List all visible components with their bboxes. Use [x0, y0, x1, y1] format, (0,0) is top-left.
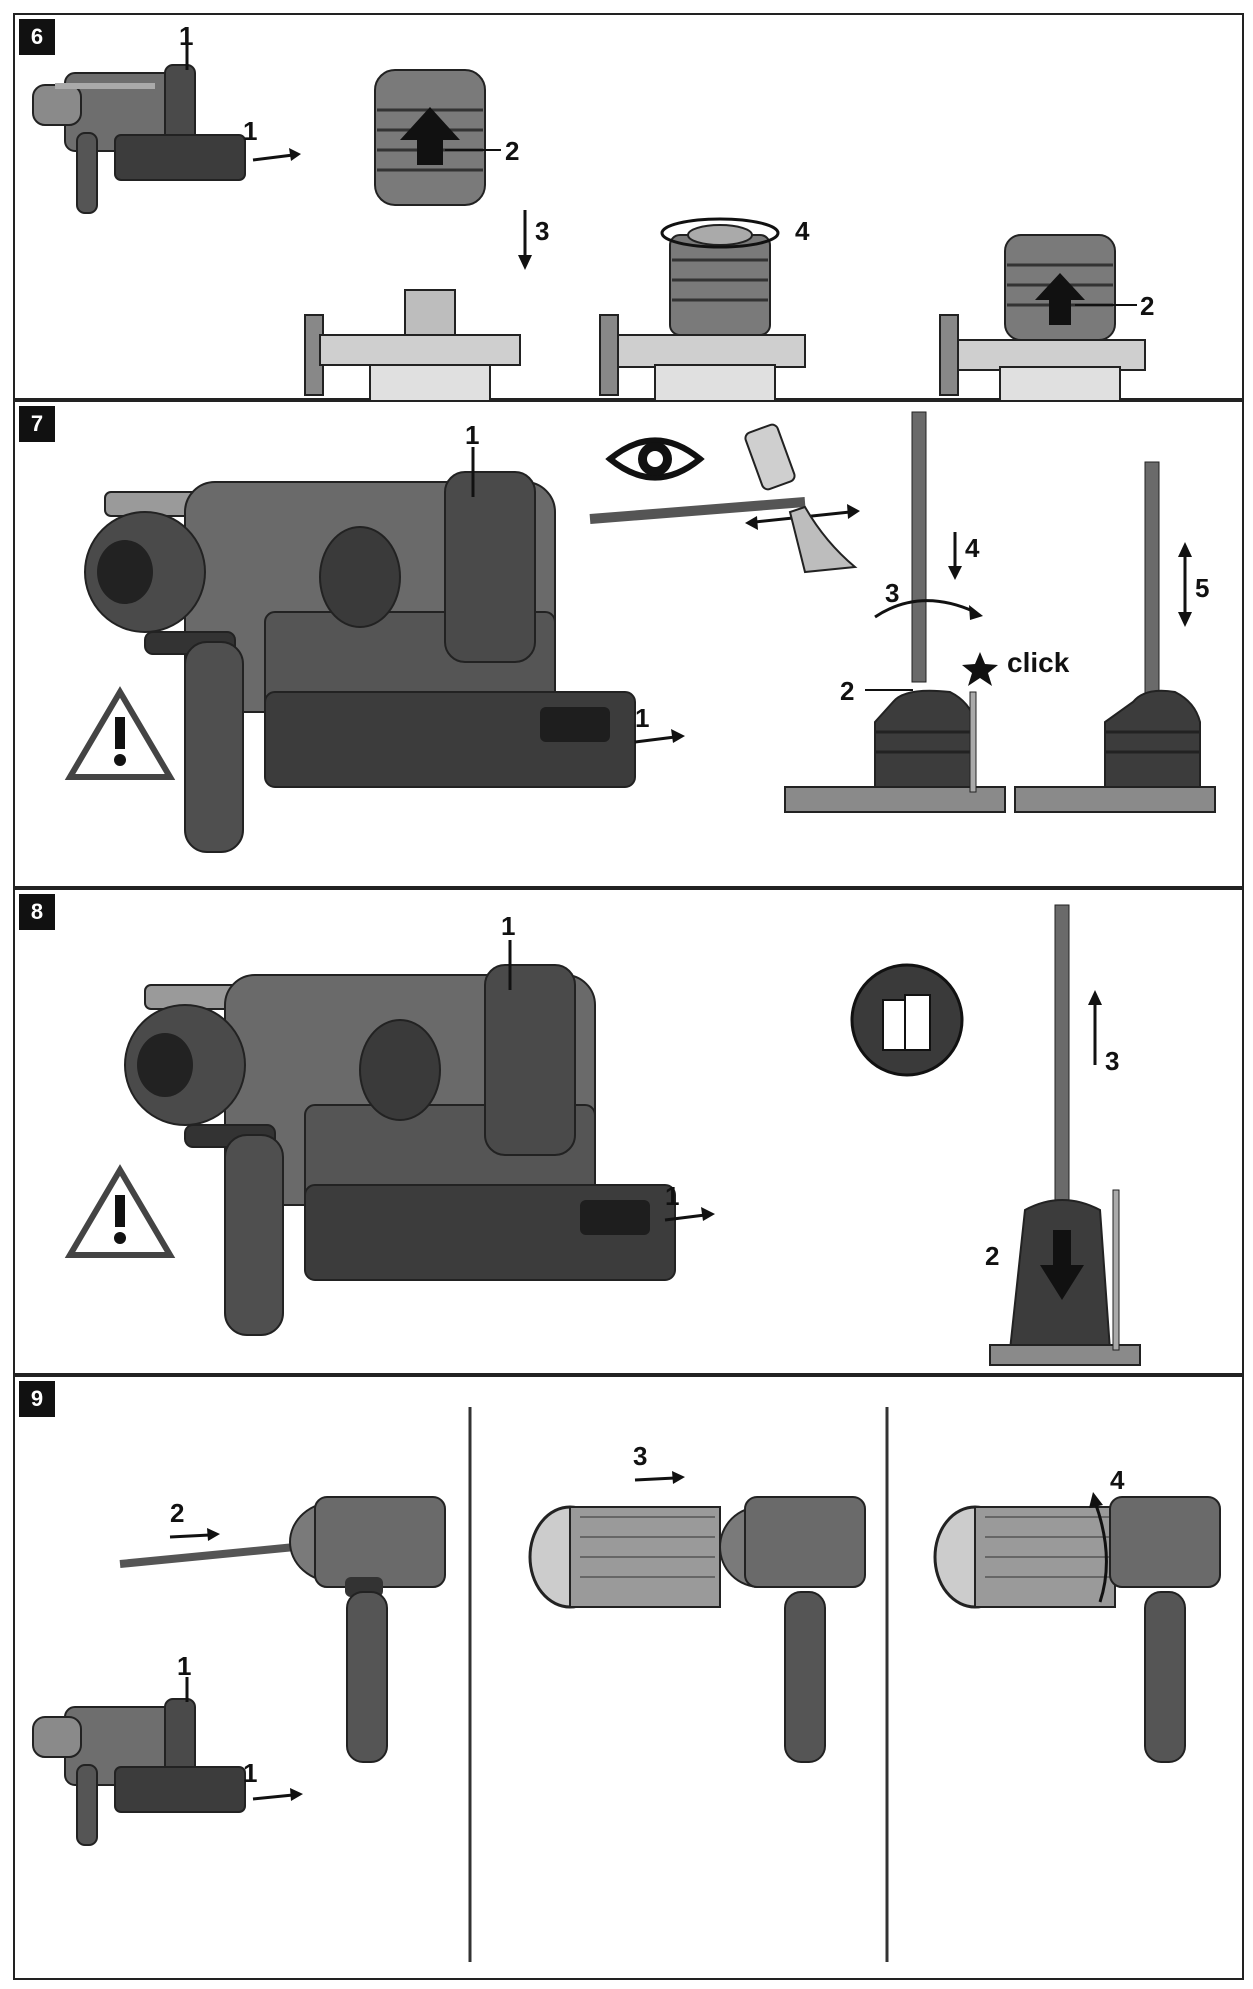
drill-front-illustration: [119, 1496, 446, 1763]
large-drill-illustration: [124, 964, 676, 1336]
panel-9: 9 2 1 1: [13, 1375, 1244, 1980]
panel-7-illustration: 1 1: [64, 411, 1216, 853]
panel-6-illustration: 1 1 2 3: [32, 21, 1154, 402]
callout-4: 4: [795, 216, 810, 246]
panel-8: 8 1 1: [13, 888, 1244, 1375]
warning-triangle-icon: [64, 686, 176, 780]
callout-2-b: 2: [1140, 291, 1154, 321]
callout-1-side: 1: [243, 116, 257, 146]
callout-2: 2: [840, 676, 854, 706]
panel-7: 7 1 1: [13, 400, 1244, 888]
bit-cleaning-illustration: [589, 497, 860, 574]
dust-cap-slide-illustration: [528, 1496, 866, 1763]
panel-number-8: 8: [19, 894, 55, 930]
warning-triangle-icon: [64, 1164, 176, 1258]
bit-remove-illustration: [989, 904, 1141, 1366]
drill-holder-base-1: [304, 289, 521, 402]
callout-1-side: 1: [665, 1181, 679, 1211]
callout-1-side: 1: [635, 703, 649, 733]
callout-1-side: 1: [243, 1758, 257, 1788]
grease-tube-icon: [744, 423, 796, 491]
dust-cap-rotate-illustration: [933, 1492, 1221, 1763]
callout-3: 3: [1105, 1046, 1119, 1076]
callout-2-a: 2: [505, 136, 519, 166]
bit-seated-illustration: [1014, 461, 1216, 813]
callout-4: 4: [965, 533, 980, 563]
panel-number-7: 7: [19, 406, 55, 442]
small-drill-illustration: [32, 1677, 246, 1846]
panel-number-6: 6: [19, 19, 55, 55]
callout-1-top: 1: [465, 420, 479, 450]
eye-rotate-icon: [605, 437, 705, 481]
callout-1-top: 1: [179, 21, 193, 51]
callout-3: 3: [535, 216, 549, 246]
chuck-reattach-illustration: [939, 234, 1146, 402]
manual-page: 6 1 1: [13, 13, 1246, 1980]
chuck-rotate-illustration: [599, 217, 806, 402]
chuck-pull-illustration: [374, 69, 486, 206]
panel-9-illustration: 2 1 1: [32, 1407, 1221, 1962]
small-drill-illustration: [32, 45, 246, 214]
callout-3: 3: [885, 578, 899, 608]
click-label: click: [1007, 647, 1070, 678]
callout-3: 3: [633, 1441, 647, 1471]
panel-8-illustration: 1 1 3 2: [64, 904, 1141, 1366]
callout-2: 2: [985, 1241, 999, 1271]
panel-number-9: 9: [19, 1381, 55, 1417]
callout-1-top: 1: [501, 911, 515, 941]
callout-1-top: 1: [177, 1651, 191, 1681]
bit-insert-illustration: [784, 411, 1006, 813]
large-drill-illustration: [84, 471, 636, 853]
panel-6: 6 1 1: [13, 13, 1244, 402]
callout-2: 2: [170, 1498, 184, 1528]
callout-5: 5: [1195, 573, 1209, 603]
callout-4: 4: [1110, 1465, 1125, 1495]
click-spark-icon: [962, 652, 998, 686]
gloves-icon: [850, 963, 964, 1077]
